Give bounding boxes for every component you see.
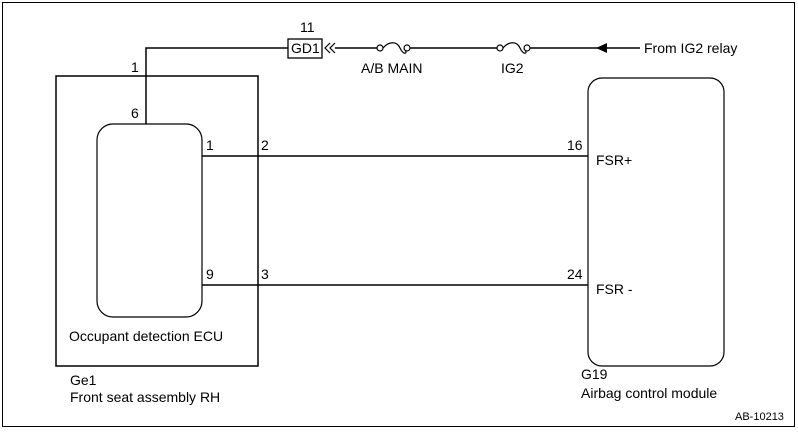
ecu-pin-9: 9: [206, 266, 214, 282]
airbag-module-box: [587, 77, 725, 367]
arrow-left-icon: [596, 43, 607, 53]
connector-label: GD1: [291, 40, 320, 56]
fuse-ab-main-label: A/B MAIN: [361, 60, 422, 76]
seat-assembly-box: [55, 75, 259, 367]
airbag-module-code: G19: [581, 366, 608, 382]
ecu-pin-6: 6: [131, 105, 139, 121]
ecu-name: Occupant detection ECU: [69, 328, 223, 344]
airbag-pin-16: 16: [567, 137, 583, 153]
fuse-terminal-icon: [523, 44, 531, 52]
connector-pin: 11: [300, 19, 315, 35]
fuse-terminal-icon: [376, 44, 384, 52]
power-wire-ecu: [145, 47, 288, 124]
seat-pin-2: 2: [261, 137, 269, 153]
ecu-pin-1: 1: [206, 137, 214, 153]
airbag-module-name: Airbag control module: [581, 385, 717, 401]
outer-frame: [2, 2, 795, 427]
fuse-terminal-icon: [496, 44, 504, 52]
seat-pin-1: 1: [131, 59, 139, 75]
seat-assembly-code: Ge1: [70, 372, 97, 388]
relay-label: From IG2 relay: [644, 40, 737, 56]
fuse-ab-main-icon: [382, 42, 407, 54]
ecu-box: [96, 123, 203, 318]
connector-chevron-icon: [324, 42, 336, 54]
gd1-connector: [287, 38, 323, 59]
fuse-ig2-icon: [502, 42, 527, 54]
terminal-fsr-minus: FSR -: [596, 281, 633, 297]
terminal-fsr-plus: FSR+: [596, 152, 632, 168]
airbag-pin-24: 24: [567, 266, 583, 282]
fuse-ig2-label: IG2: [501, 60, 524, 76]
figure-id: AB-10213: [735, 411, 784, 423]
fuse-terminal-icon: [403, 44, 411, 52]
seat-assembly-name: Front seat assembly RH: [70, 389, 220, 405]
seat-pin-3: 3: [261, 266, 269, 282]
